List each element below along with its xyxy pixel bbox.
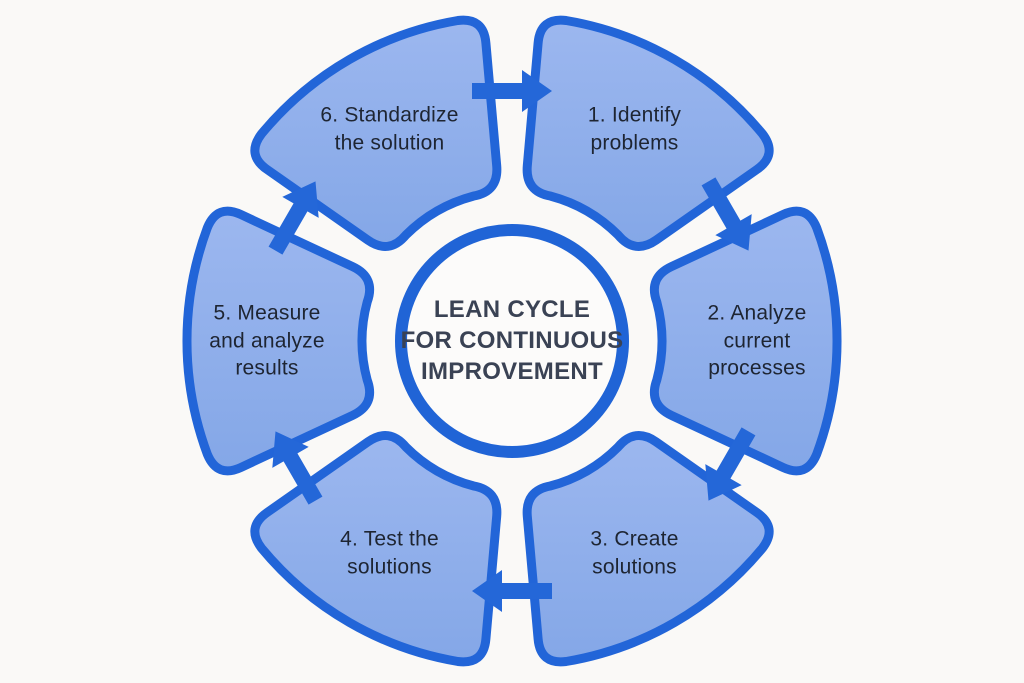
center-title-line-1: LEAN CYCLE [433,296,591,324]
center-title-line-3: IMPROVEMENT [421,358,603,386]
step-4-label-line-1: 4. Test the [340,527,439,551]
step-6-label: 6. Standardize the solution [320,101,458,156]
step-2-label-line-3: processes [708,356,806,380]
arrow-3-to-4-icon [472,570,552,612]
center-circle [395,224,629,458]
step-1-label: 1. Identify problems [588,101,681,156]
step-1-label-line-2: problems [590,130,679,154]
arrow-1-to-2-icon [701,177,752,251]
step-6-label-line-1: 6. Standardize [320,103,459,127]
step-2-label-line-1: 2. Analyze [707,301,807,325]
step-6-label-line-2: the solution [334,130,445,154]
arrow-2-to-3-icon [705,427,756,501]
arrow-6-to-1-icon [472,70,552,112]
step-5-label-line-1: 5. Measure [213,301,321,325]
step-4-label: 4. Test the solutions [340,525,439,580]
center-title-line-2: FOR CONTINUOUS [400,327,624,355]
step-5-label-line-3: results [235,356,299,380]
step-5-label: 5. Measure and analyze results [209,299,324,382]
step-2-label: 2. Analyze current processes [708,299,807,382]
step-1-label-line-1: 1. Identify [587,103,682,127]
center-title: LEAN CYCLE FOR CONTINUOUS IMPROVEMENT [401,294,624,388]
step-3-label-line-1: 3. Create [590,527,679,551]
arrow-5-to-6-icon [268,181,319,255]
step-3-label: 3. Create solutions [590,525,678,580]
arrow-4-to-5-icon [272,431,323,505]
segment-2-shape [649,206,842,476]
step-2-label-line-2: current [723,329,791,353]
step-3-label-line-2: solutions [592,555,677,579]
step-5-label-line-2: and analyze [209,329,325,353]
segment-5-shape [182,206,375,476]
step-4-label-line-2: solutions [347,555,432,579]
